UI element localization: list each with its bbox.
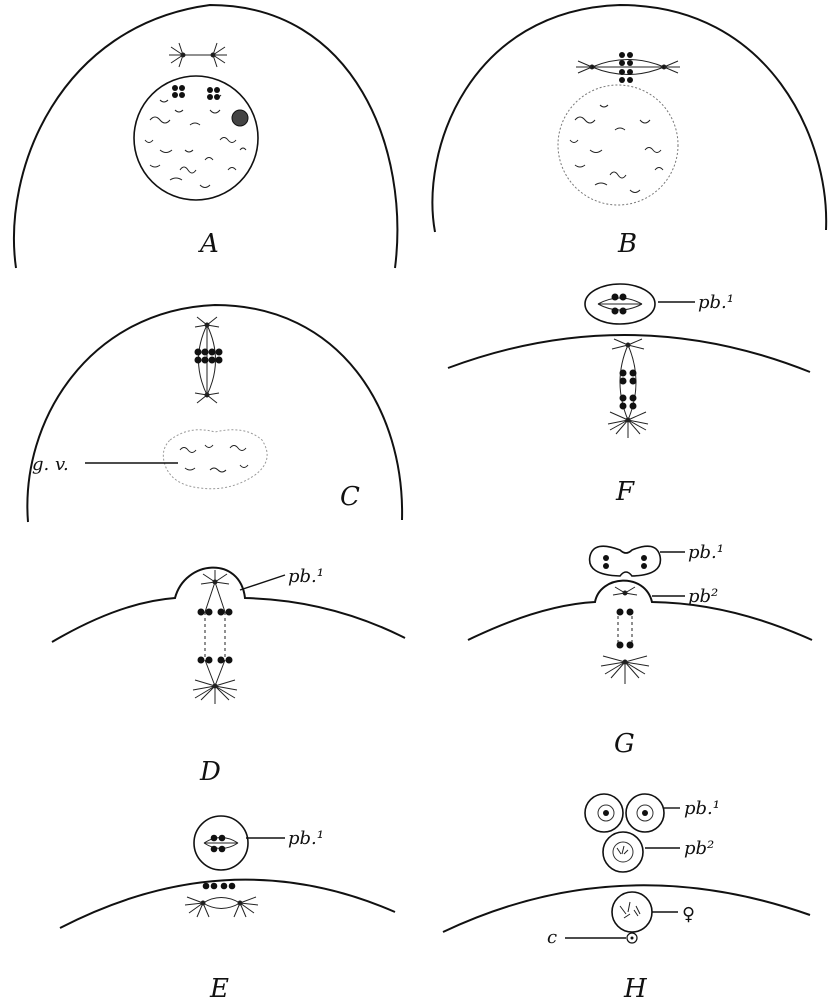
germinal-vesicle-a [134, 76, 258, 200]
panel-h: pb.¹ pb² ♀ c H [443, 794, 810, 1002]
label-pb1-h: pb.¹ [684, 798, 720, 819]
centrosomes-a [169, 43, 227, 67]
panel-letter-h: H [623, 974, 648, 1002]
panel-e: pb.¹ E [60, 816, 395, 1002]
pb1-contents-f [598, 294, 642, 315]
leader-pb1-d [240, 575, 285, 590]
label-pb2-g: pb² [688, 586, 718, 607]
germinal-vesicle-b [558, 85, 678, 205]
chromosome-tetrads-a [172, 85, 220, 100]
label-c-h: c [547, 927, 557, 948]
germinal-vesicle-c [163, 430, 267, 489]
panel-d: pb.¹ D [52, 566, 405, 787]
spindle-e [185, 897, 258, 917]
female-pronucleus-h [612, 892, 652, 932]
chromatin-c [180, 445, 248, 472]
label-female-h: ♀ [682, 904, 695, 925]
panel-letter-f: F [615, 477, 635, 507]
panel-c: g. v. C [27, 305, 402, 522]
chromatin-a [145, 95, 246, 188]
egg-surface-f [448, 335, 810, 372]
spindle-g [601, 587, 649, 684]
panel-a: A [14, 5, 397, 268]
chromosomes-f [620, 370, 637, 410]
label-pb1-f: pb.¹ [698, 292, 734, 313]
pb1-contents-e [204, 835, 238, 853]
panel-g: pb.¹ pb² G [468, 542, 812, 759]
label-pb1-g: pb.¹ [688, 542, 724, 563]
chromosomes-e [203, 883, 236, 890]
label-pb2-h: pb² [684, 838, 714, 859]
spindle-f [608, 339, 648, 438]
spindle-d [193, 570, 237, 704]
chromosomes-d [198, 609, 233, 664]
label-gv: g. v. [32, 454, 69, 475]
egg-outline-b [432, 5, 826, 232]
label-pb1-e: pb.¹ [288, 828, 324, 849]
panel-letter-c: C [340, 482, 360, 512]
label-pb1-d: pb.¹ [288, 566, 324, 587]
pb2-nucleus-h [613, 842, 633, 862]
panel-letter-g: G [614, 729, 635, 759]
panel-b: B [432, 5, 826, 259]
nucleolus-a [232, 110, 248, 126]
pb1-contents-g [603, 555, 647, 569]
chromosomes-g [617, 609, 634, 649]
polar-body-1-g [590, 546, 661, 576]
panel-f: pb.¹ F [448, 284, 810, 507]
egg-surface-e [60, 880, 395, 928]
egg-surface-g [468, 581, 812, 640]
panel-letter-a: A [198, 229, 219, 259]
panel-letter-e: E [209, 974, 229, 1002]
panel-letter-d: D [199, 757, 221, 787]
panel-letter-b: B [617, 229, 637, 259]
female-pronucleus-chromatin [620, 902, 640, 918]
centrosome-dot-h [631, 937, 634, 940]
egg-surface-d [52, 568, 405, 642]
chromatin-b [570, 105, 663, 193]
